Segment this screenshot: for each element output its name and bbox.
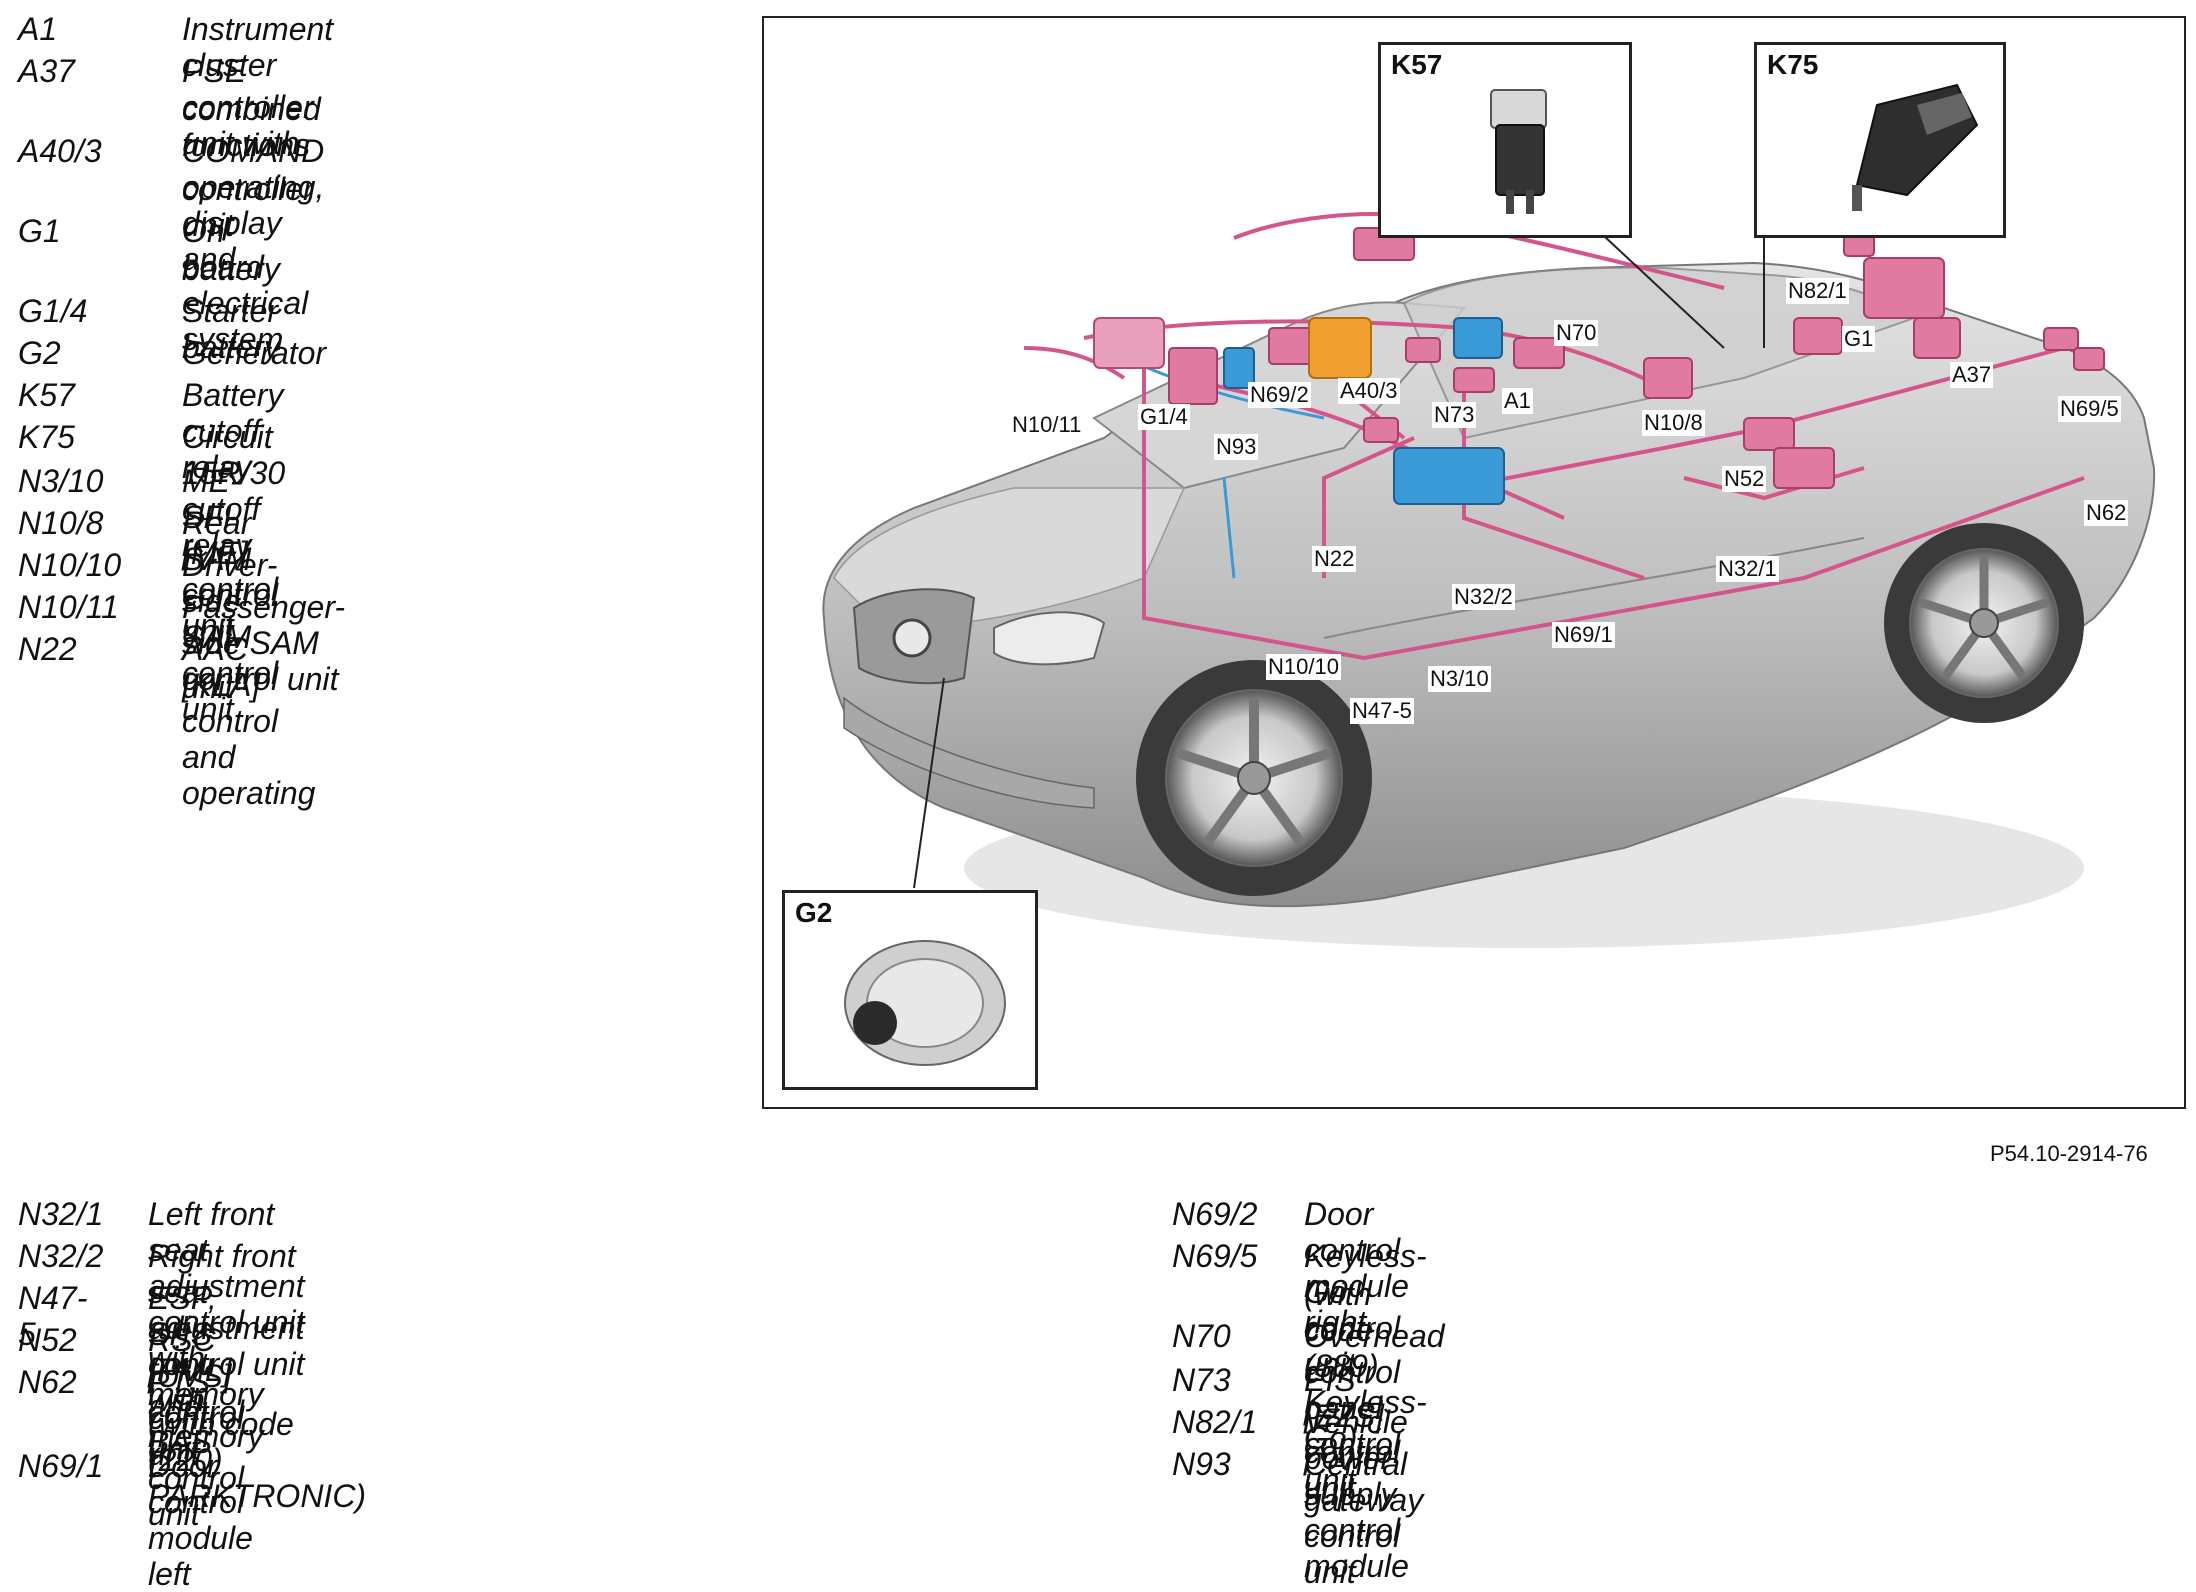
legend-desc: On-board electrical system: [182, 213, 309, 357]
legend-code: N10/8: [18, 505, 104, 541]
legend-desc: PTS control unit: [148, 1364, 245, 1472]
legend-desc: Left front seat adjustment control unit …: [148, 1196, 305, 1412]
door-line: [1323, 537, 1865, 639]
legend-code: K75: [18, 419, 75, 455]
headlight: [993, 611, 1106, 666]
legend-desc: Driver-side SAM control unit: [182, 547, 279, 727]
callout-g1-4: G1/4: [1138, 404, 1190, 430]
legend-desc: ME-SFI [ME] control unit: [182, 463, 279, 643]
legend-desc-cont: combined functions: [182, 91, 321, 163]
inset-k57: K57: [1378, 42, 1632, 238]
legend-code: G2: [18, 335, 61, 371]
callout-n93: N93: [1214, 434, 1259, 460]
legend-desc-cont: unit: [182, 669, 234, 705]
callout-n32-1: N32/1: [1716, 556, 1779, 582]
legend-code: N93: [1172, 1446, 1231, 1482]
inset-k75: K75: [1754, 42, 2006, 238]
relay-icon: [1490, 89, 1547, 214]
legend-desc-cont: controller unit: [182, 171, 314, 243]
legend-desc: Generator: [182, 335, 327, 371]
legend-code: G1/4: [18, 293, 88, 329]
callout-a1: A1: [1502, 388, 1533, 414]
callout-n10-8: N10/8: [1642, 410, 1705, 436]
legend-code: N32/1: [18, 1196, 104, 1232]
callout-n10-10: N10/10: [1266, 654, 1341, 680]
legend-desc: Door control module right: [1304, 1196, 1409, 1340]
callout-n3-10: N3/10: [1428, 666, 1491, 692]
legend-desc: COMAND operating, display and: [182, 133, 325, 277]
legend-code: N10/10: [18, 547, 122, 583]
legend-code: N70: [1172, 1318, 1231, 1354]
callout-a37: A37: [1950, 362, 1994, 388]
callout-n82-1: N82/1: [1786, 278, 1849, 304]
legend-code: N32/2: [18, 1238, 104, 1274]
callout-n69-5: N69/5: [2058, 396, 2121, 422]
legend-code: A1: [18, 11, 58, 47]
callout-a40-3: A40/3: [1338, 378, 1400, 404]
callout-n62: N62: [2084, 500, 2129, 526]
legend-desc: Battery cutoff relay: [182, 377, 284, 485]
legend-code: N69/2: [1172, 1196, 1258, 1232]
legend-code: N22: [18, 631, 77, 667]
legend-desc: EIS [EZS] control unit: [1304, 1362, 1401, 1506]
callout-n10-11: N10/11: [1010, 412, 1084, 438]
inset-title: K75: [1767, 49, 1819, 80]
legend-code: N3/10: [18, 463, 104, 499]
legend-desc: Door control module left: [148, 1448, 253, 1592]
brand-logo: [892, 618, 932, 658]
legend-desc: RSC [UVS] control unit: [148, 1322, 245, 1466]
legend-desc: Circuit 15R/30 cutoff relay: [182, 419, 286, 563]
legend-desc: Starter battery: [182, 293, 280, 365]
vehicle-diagram: K57 K75 G2 N70 N82/1 G1 A37 N69/5 N62 N1…: [762, 16, 2186, 1109]
callout-n69-2: N69/2: [1248, 382, 1311, 408]
legend-code: N73: [1172, 1362, 1231, 1398]
callout-g1: G1: [1842, 326, 1876, 352]
callout-n52: N52: [1722, 466, 1767, 492]
callout-n69-1: N69/1: [1552, 622, 1615, 648]
legend-code: A37: [18, 53, 75, 89]
inset-title: G2: [795, 897, 833, 928]
legend-desc: Right front seat adjustment control unit…: [148, 1238, 305, 1454]
legend-desc: Passenger-side SAM control unit: [182, 589, 346, 697]
generator-icon: [844, 940, 1006, 1066]
inset-title: K57: [1391, 49, 1443, 80]
legend-code: N69/1: [18, 1448, 104, 1484]
figure-reference: P54.10-2914-76: [1990, 1141, 2148, 1166]
legend-desc: Overhead control panel control unit: [1304, 1318, 1445, 1498]
legend-desc: AAC [KLA] control and operating: [182, 631, 316, 811]
legend-desc: Rear SAM control unit: [182, 505, 279, 649]
legend-desc: PSE controller unit with: [182, 53, 314, 161]
inset-leader-lines: [913, 228, 1765, 889]
legend-desc: Keyless-Go control unit: [1304, 1238, 1427, 1382]
legend-code: N62: [18, 1364, 77, 1400]
legend-desc: Instrument cluster: [182, 11, 334, 83]
legend-code: G1: [18, 213, 61, 249]
legend-desc-cont: battery: [182, 251, 280, 287]
front-bumper: [843, 696, 1095, 809]
legend-code: N52: [18, 1322, 77, 1358]
callout-n32-2: N32/2: [1452, 584, 1515, 610]
legend-desc-cont: (with code (889) Keyless-Go): [1304, 1276, 1427, 1456]
relay-icon: [1852, 83, 1979, 211]
legend-code: N82/1: [1172, 1404, 1258, 1440]
legend-code: K57: [18, 377, 75, 413]
callout-n22: N22: [1312, 546, 1357, 572]
legend-code: N10/11: [18, 589, 119, 625]
inset-g2: G2: [782, 890, 1038, 1090]
legend-code: N69/5: [1172, 1238, 1258, 1274]
control-modules: [1093, 227, 2105, 505]
callout-n70: N70: [1554, 320, 1599, 346]
legend-code: N47-5: [18, 1280, 88, 1352]
callout-n47-5: N47-5: [1350, 698, 1414, 724]
callout-n73: N73: [1432, 402, 1477, 428]
legend-code: A40/3: [18, 133, 102, 169]
legend-desc: Central gateway control unit: [1304, 1446, 1424, 1590]
